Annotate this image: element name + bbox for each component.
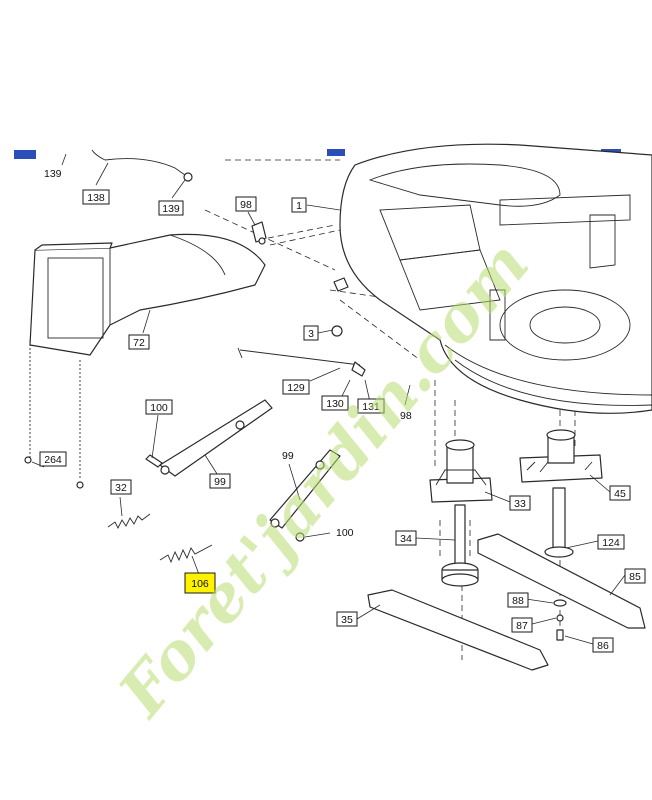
- callout-label-139-plain: 139: [44, 168, 62, 180]
- callout-label-88: 88: [512, 595, 524, 607]
- callout-3[interactable]: 3: [303, 325, 319, 341]
- spring-106: [159, 544, 213, 564]
- callout-label-33: 33: [514, 498, 526, 510]
- callout-label-100-plain: 100: [336, 527, 354, 539]
- lift-arm-left: [145, 399, 273, 477]
- bolt-98: [251, 221, 267, 245]
- callout-label-129: 129: [287, 382, 305, 394]
- washout-hose: [91, 149, 193, 182]
- callout-99[interactable]: 99: [209, 473, 231, 489]
- callout-124[interactable]: 124: [597, 534, 625, 550]
- callout-86[interactable]: 86: [592, 637, 614, 653]
- callout-label-98-plain: 98: [400, 410, 412, 422]
- callout-label-1: 1: [296, 200, 302, 212]
- callout-label-32: 32: [115, 482, 127, 494]
- callout-label-130: 130: [326, 398, 344, 410]
- callout-35[interactable]: 35: [336, 611, 358, 627]
- leader-lines: [31, 153, 626, 645]
- cropped-tag-left: [14, 150, 36, 159]
- callout-label-124: 124: [602, 537, 620, 549]
- callout-label-34: 34: [400, 533, 412, 545]
- mower-deck: [339, 143, 652, 414]
- discharge-chute: [29, 233, 266, 356]
- blade-hardware: [553, 599, 567, 641]
- callout-label-72: 72: [133, 337, 145, 349]
- lift-arm-right: [269, 449, 341, 542]
- callout-131[interactable]: 131: [357, 398, 385, 414]
- callout-45[interactable]: 45: [609, 485, 631, 501]
- callout-32[interactable]: 32: [110, 479, 132, 495]
- callout-130[interactable]: 130: [321, 395, 349, 411]
- callout-34[interactable]: 34: [395, 530, 417, 546]
- callout-label-138: 138: [87, 192, 105, 204]
- callout-98-top[interactable]: 98: [235, 196, 257, 212]
- callout-98-plain[interactable]: 98: [400, 410, 412, 422]
- cropped-tag-mid: [327, 149, 345, 156]
- callout-106[interactable]: 106: [184, 572, 216, 594]
- nut-3: [331, 277, 349, 337]
- callout-100-plain[interactable]: 100: [336, 527, 354, 539]
- callout-label-106: 106: [191, 578, 209, 590]
- callout-33[interactable]: 33: [509, 495, 531, 511]
- callout-139-plain[interactable]: 139: [44, 168, 62, 180]
- callout-label-87: 87: [516, 620, 528, 632]
- callout-label-139: 139: [162, 203, 180, 215]
- callout-label-45: 45: [614, 488, 626, 500]
- callout-label-35: 35: [341, 614, 353, 626]
- rod-129: [237, 347, 366, 377]
- callout-label-98-top: 98: [240, 199, 252, 211]
- callout-label-99: 99: [214, 476, 226, 488]
- callout-label-99-plain: 99: [282, 450, 294, 462]
- cable-264: [24, 340, 84, 489]
- spindle-shaft: [441, 504, 479, 587]
- blades: [367, 533, 646, 671]
- callout-label-100-top: 100: [150, 402, 168, 414]
- callout-87[interactable]: 87: [511, 617, 533, 633]
- spindle-assembly-right: [519, 429, 603, 483]
- callout-129[interactable]: 129: [282, 379, 310, 395]
- callout-1[interactable]: 1: [291, 197, 307, 213]
- callout-138[interactable]: 138: [82, 189, 110, 205]
- callout-label-85: 85: [629, 571, 641, 583]
- callout-label-3: 3: [308, 328, 314, 340]
- spindle-shaft-right: [544, 487, 574, 558]
- callout-88[interactable]: 88: [507, 592, 529, 608]
- callout-100-top[interactable]: 100: [145, 399, 173, 415]
- spindle-assembly-left: [429, 439, 493, 503]
- callout-99-plain[interactable]: 99: [282, 450, 294, 462]
- callout-139[interactable]: 139: [158, 200, 184, 216]
- spring-32: [107, 513, 151, 530]
- callout-label-264: 264: [44, 454, 62, 466]
- callout-72[interactable]: 72: [128, 334, 150, 350]
- callout-85[interactable]: 85: [624, 568, 646, 584]
- callout-264[interactable]: 264: [39, 451, 67, 467]
- callout-label-131: 131: [362, 401, 380, 413]
- callout-label-86: 86: [597, 640, 609, 652]
